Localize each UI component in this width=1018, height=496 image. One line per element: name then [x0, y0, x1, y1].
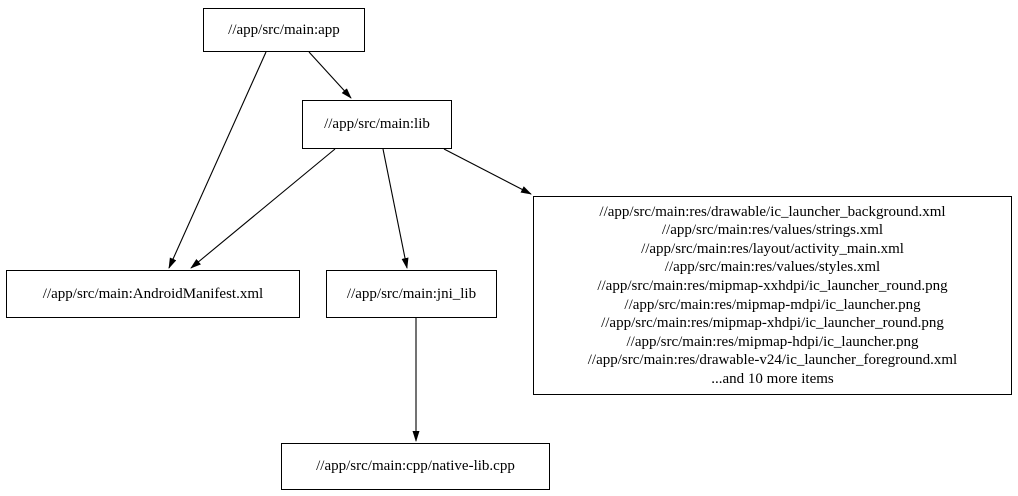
node-android-manifest: //app/src/main:AndroidManifest.xml: [6, 270, 300, 318]
node-android-manifest-label: //app/src/main:AndroidManifest.xml: [42, 285, 264, 302]
node-app-target: //app/src/main:app: [203, 8, 365, 52]
node-native-lib-cpp-label: //app/src/main:cpp/native-lib.cpp: [316, 458, 515, 475]
node-res-group: //app/src/main:res/drawable/ic_launcher_…: [533, 196, 1012, 395]
edge-lib-to-res-group: [443, 148, 532, 195]
node-res-group-label: //app/src/main:res/drawable/ic_launcher_…: [587, 203, 958, 387]
node-jni-lib-label: //app/src/main:jni_lib: [346, 285, 477, 302]
node-app-label: //app/src/main:app: [228, 21, 340, 38]
edge-app-to-manifest: [168, 51, 267, 269]
edge-lib-to-manifest: [190, 148, 336, 269]
node-native-lib-cpp: //app/src/main:cpp/native-lib.cpp: [281, 443, 550, 490]
node-lib-target: //app/src/main:lib: [302, 100, 452, 149]
edge-lib-to-jni-lib: [382, 148, 409, 269]
node-lib-label: //app/src/main:lib: [324, 116, 430, 133]
node-jni-lib: //app/src/main:jni_lib: [326, 270, 497, 318]
edge-app-to-lib: [308, 51, 352, 99]
